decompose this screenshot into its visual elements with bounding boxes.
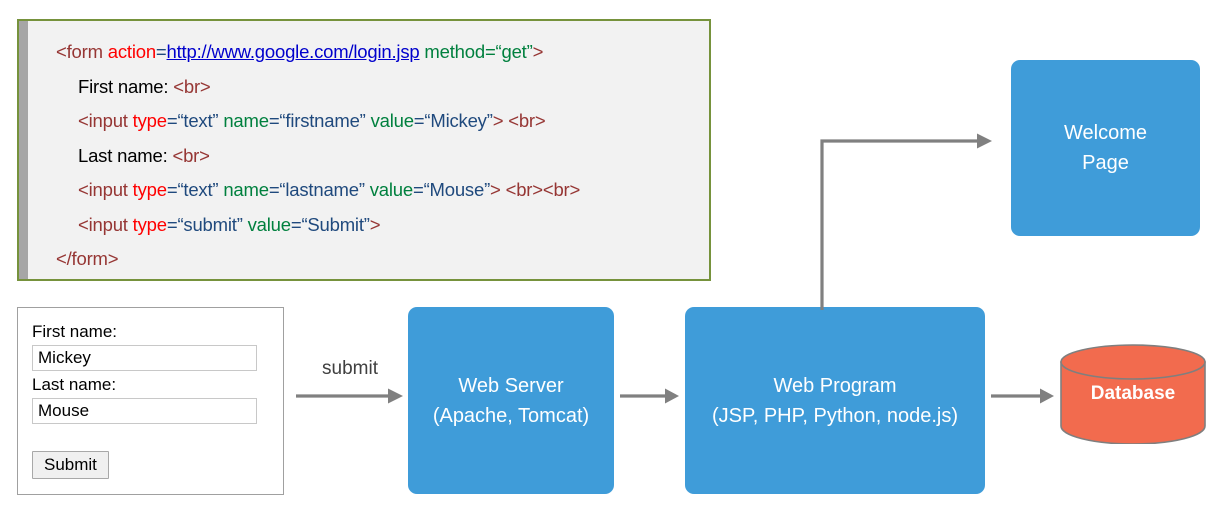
code-token: <br> <box>505 179 543 200</box>
code-token: <br> <box>172 144 210 166</box>
code-token: name <box>223 179 269 200</box>
code-token: </form> <box>56 248 119 269</box>
web-server-line-2: (Apache, Tomcat) <box>432 404 590 427</box>
code-line: Last name: <br> <box>56 139 709 174</box>
code-token: Last name: <box>78 144 173 166</box>
code-token: =“firstname” <box>268 110 371 131</box>
code-token: type <box>132 179 167 200</box>
web-program-box[interactable]: Web Program (JSP, PHP, Python, node.js) <box>685 307 985 494</box>
code-token: <input <box>78 179 133 200</box>
web-server-box[interactable]: Web Server (Apache, Tomcat) <box>408 307 614 494</box>
web-program-line-2: (JSP, PHP, Python, node.js) <box>711 404 959 427</box>
code-token: =“text” <box>166 110 224 131</box>
code-token: =“text” <box>166 179 224 200</box>
arrow-web-server-to-web-program <box>620 388 679 404</box>
code-token: <input <box>78 110 133 131</box>
code-token: =“Submit” <box>290 213 370 235</box>
browser-form-panel: First name: Last name: Submit <box>17 307 284 495</box>
code-token: = <box>155 41 167 62</box>
first-name-input[interactable] <box>32 345 257 371</box>
code-token: action <box>107 41 156 62</box>
code-token: <br> <box>542 179 581 200</box>
code-link[interactable]: http://www.google.com/login.jsp <box>166 41 420 62</box>
last-name-label: Last name: <box>32 375 117 394</box>
web-server-line-1: Web Server <box>458 374 564 397</box>
code-token: =“submit” <box>166 213 248 235</box>
welcome-page-line-1: Welcome <box>1064 122 1147 144</box>
code-token: value <box>369 179 413 200</box>
code-token: method <box>424 41 485 62</box>
arrow-web-program-to-welcome-page <box>820 133 992 310</box>
code-token: First name: <box>78 75 174 97</box>
first-name-label: First name: <box>32 322 118 341</box>
code-token: > <box>532 41 544 62</box>
code-token: =“Mouse” <box>412 179 491 200</box>
code-token: type <box>132 110 167 131</box>
arrow-form-to-web-server <box>296 388 403 404</box>
submit-arrow-label: submit <box>322 358 378 379</box>
code-token: <br> <box>173 75 211 97</box>
code-lines-container: <form action=http://www.google.com/login… <box>28 21 709 279</box>
web-program-line-1: Web Program <box>773 374 897 397</box>
code-snippet-panel: <form action=http://www.google.com/login… <box>17 19 711 281</box>
submit-button[interactable]: Submit <box>32 451 109 479</box>
code-token: =“get” <box>484 41 533 62</box>
code-line: <form action=http://www.google.com/login… <box>56 35 709 70</box>
code-line: <input type=“text” name=“lastname” value… <box>56 173 709 208</box>
code-token: <form <box>56 41 108 62</box>
code-token: value <box>247 213 291 235</box>
code-token: =“Mickey” <box>413 110 493 131</box>
code-token: > <box>492 110 509 131</box>
code-token: > <box>369 213 381 235</box>
last-name-input[interactable] <box>32 398 257 424</box>
arrow-web-program-to-database <box>991 388 1054 404</box>
code-token: =“lastname” <box>268 179 370 200</box>
code-token: type <box>132 213 167 235</box>
code-token: <input <box>78 213 133 235</box>
code-token: value <box>370 110 414 131</box>
code-token: <br> <box>508 110 546 131</box>
code-line: <input type=“submit” value=“Submit”> <box>56 208 709 243</box>
code-token: > <box>490 179 506 200</box>
code-line: <input type=“text” name=“firstname” valu… <box>56 104 709 139</box>
code-token: name <box>223 110 269 131</box>
database-cylinder-icon[interactable] <box>1060 344 1206 444</box>
welcome-page-line-2: Page <box>1082 152 1129 174</box>
code-gutter-bar <box>19 21 28 279</box>
welcome-page-box[interactable]: Welcome Page <box>1011 60 1200 236</box>
code-line: First name: <br> <box>56 70 709 105</box>
code-line: </form> <box>56 242 709 277</box>
